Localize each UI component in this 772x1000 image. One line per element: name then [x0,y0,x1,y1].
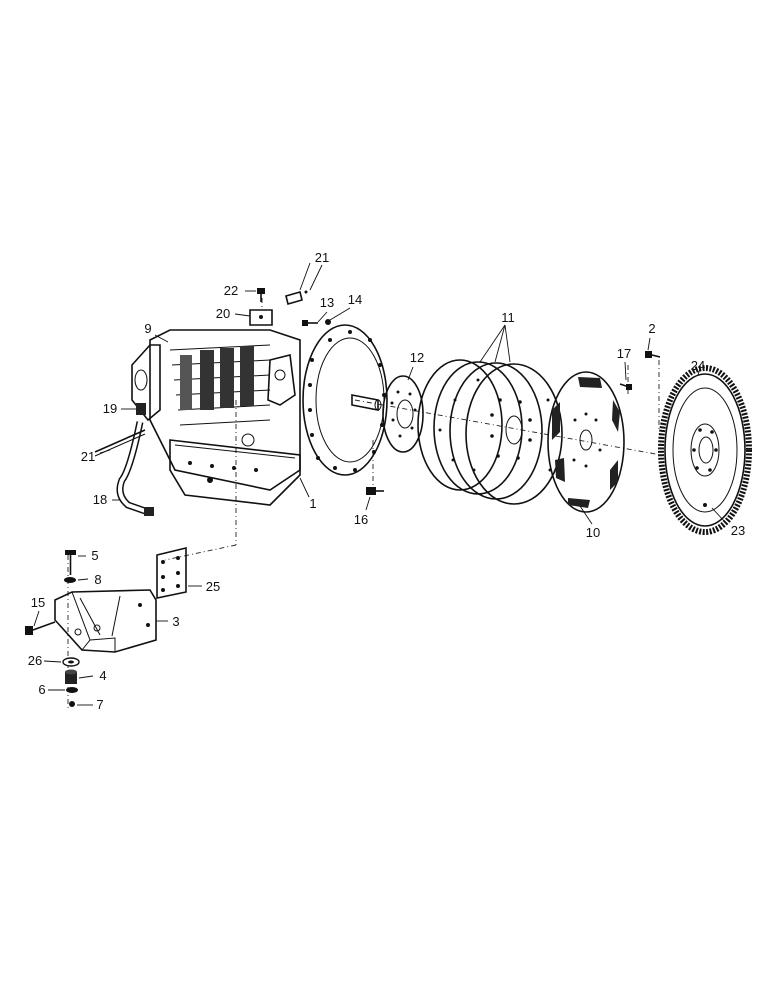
part-23-flywheel [672,387,738,513]
part-12-adapter-plate [382,375,424,453]
callout-16: 16 [354,512,368,527]
part-25-plate [156,546,187,599]
part-19-fitting [136,403,146,415]
transmission-housing [131,324,388,506]
callout-9: 9 [144,321,151,336]
callouts: 21 22 20 13 14 9 19 21 18 1 12 11 16 17 … [28,250,745,712]
callout-7: 7 [96,697,103,712]
callout-2: 2 [648,321,655,336]
part-21-fitting-top [285,290,308,305]
part-18-hose [116,421,154,516]
callout-11: 11 [501,310,515,325]
callout-3: 3 [172,614,179,629]
callout-4: 4 [99,668,106,683]
part-22-bolt [257,288,265,302]
callout-6: 6 [38,682,45,697]
callout-18: 18 [93,492,107,507]
callout-12: 12 [410,350,424,365]
part-14-washer [325,319,331,325]
callout-17: 17 [617,346,631,361]
part-6-washer [66,687,78,693]
part-4-isolator [65,669,77,684]
part-13-bolt [302,320,318,326]
part-3-bracket [54,589,157,653]
part-17-bolt [619,383,633,390]
callout-8: 8 [94,572,101,587]
part-20-bracket [249,309,273,326]
part-10-flexplate [547,371,625,513]
callout-20: 20 [216,306,230,321]
callout-1: 1 [309,496,316,511]
callout-22: 22 [224,283,238,298]
part-16-bolt [366,487,384,495]
callout-10: 10 [586,525,600,540]
part-5-bolt [65,550,76,575]
part-2-bolt [645,351,661,358]
part-15-bolt [25,621,56,635]
callout-13: 13 [320,295,334,310]
callout-19: 19 [103,401,117,416]
part-7-nut [69,701,75,707]
callout-5: 5 [91,548,98,563]
callout-15: 15 [31,595,45,610]
callout-24: 24 [691,358,705,373]
callout-21-top: 21 [315,250,329,265]
callout-14: 14 [348,292,362,307]
callout-23: 23 [731,523,745,538]
callout-25: 25 [206,579,220,594]
part-24-ring-gear [658,365,752,535]
part-26-washer [62,657,80,667]
callout-21-left: 21 [81,449,95,464]
part-8-washer [64,577,76,583]
part-11-plates [417,359,563,505]
callout-26: 26 [28,653,42,668]
leader-lines [33,262,726,706]
center-lines [67,298,746,710]
